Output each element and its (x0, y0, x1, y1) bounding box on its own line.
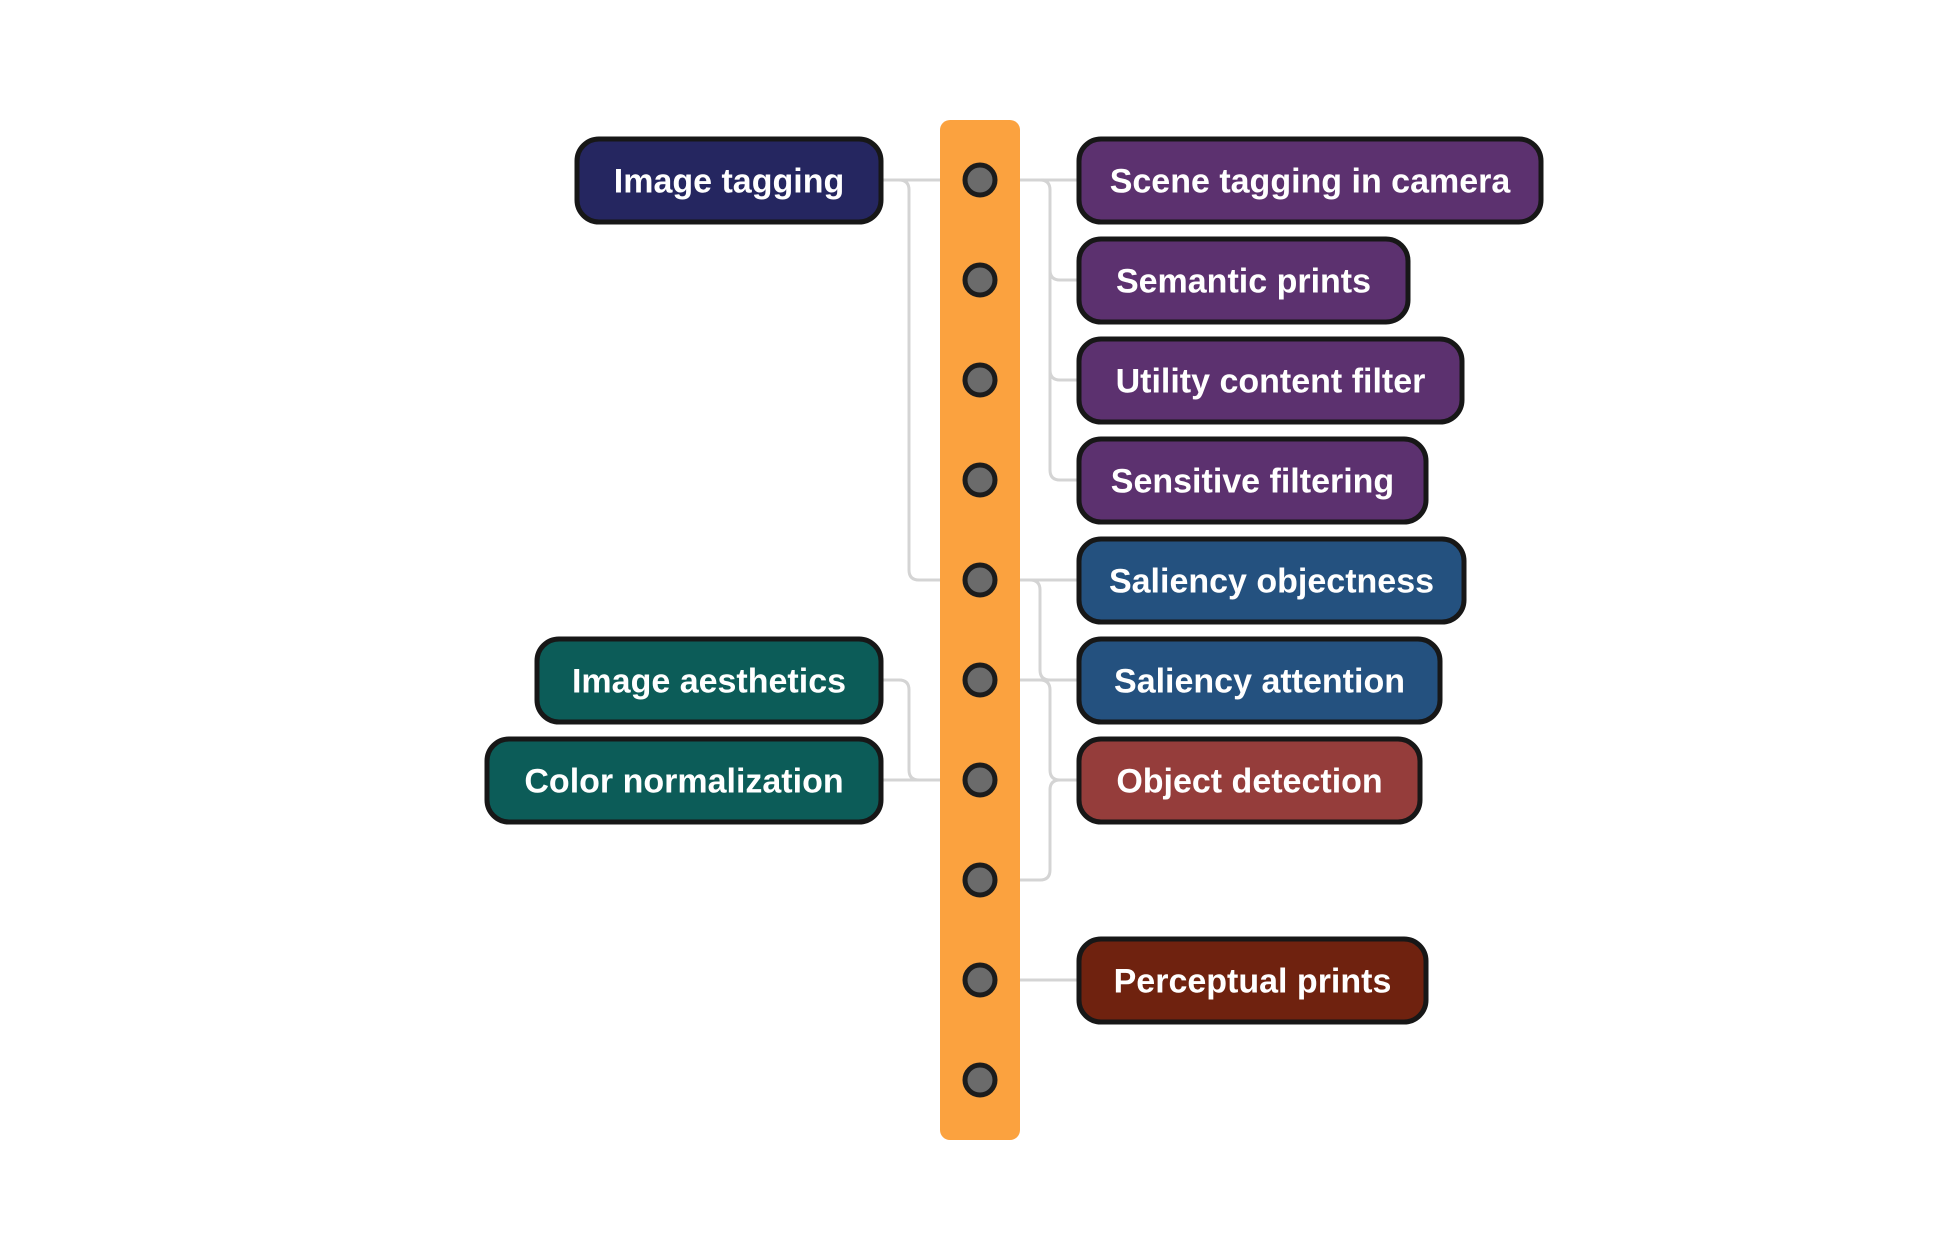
node-image-aesthetics[interactable]: Image aesthetics (534, 636, 884, 725)
timeline-port-1 (962, 162, 998, 198)
node-scene-tagging[interactable]: Scene tagging in camera (1076, 136, 1544, 225)
node-label: Object detection (1116, 763, 1382, 801)
node-utility-content-filter[interactable]: Utility content filter (1076, 336, 1465, 425)
node-box (1076, 136, 1544, 225)
node-object-detection[interactable]: Object detection (1076, 736, 1423, 825)
node-label: Saliency objectness (1109, 563, 1434, 601)
object-detection-connector (978, 778, 1079, 882)
node-label: Utility content filter (1116, 363, 1426, 401)
node-saliency-objectness[interactable]: Saliency objectness (1076, 536, 1467, 625)
node-box (1076, 536, 1467, 625)
node-box (1076, 936, 1429, 1025)
timeline-port-4 (962, 462, 998, 498)
node-box (1076, 236, 1411, 325)
node-color-normalization[interactable]: Color normalization (484, 736, 884, 825)
node-box (1076, 336, 1465, 425)
node-label: Image aesthetics (572, 663, 846, 701)
timeline-port-2 (962, 262, 998, 298)
timeline-port-10 (962, 1062, 998, 1098)
node-box (534, 636, 884, 725)
node-perceptual-prints[interactable]: Perceptual prints (1076, 936, 1429, 1025)
node-box (1076, 436, 1429, 525)
node-label: Saliency attention (1114, 663, 1405, 701)
node-saliency-attention[interactable]: Saliency attention (1076, 636, 1443, 725)
node-semantic-prints[interactable]: Semantic prints (1076, 236, 1411, 325)
timeline-spine (940, 120, 1020, 1140)
node-sensitive-filtering[interactable]: Sensitive filtering (1076, 436, 1429, 525)
node-label: Sensitive filtering (1111, 463, 1394, 501)
node-label: Scene tagging in camera (1110, 163, 1512, 201)
timeline-port-5 (962, 562, 998, 598)
node-label: Image tagging (614, 163, 844, 201)
scene-group-connector (978, 178, 1079, 482)
node-label: Color normalization (524, 763, 843, 801)
node-image-tagging[interactable]: Image tagging (574, 136, 884, 225)
node-box (484, 736, 884, 825)
timeline-port-3 (962, 362, 998, 398)
timeline-port-7 (962, 762, 998, 798)
node-box (1076, 636, 1443, 725)
timeline-port-8 (962, 862, 998, 898)
node-box (574, 136, 884, 225)
node-box (1076, 736, 1423, 825)
node-label: Perceptual prints (1114, 963, 1392, 1001)
timeline-port-9 (962, 962, 998, 998)
timeline-port-6 (962, 662, 998, 698)
node-label: Semantic prints (1116, 263, 1371, 301)
